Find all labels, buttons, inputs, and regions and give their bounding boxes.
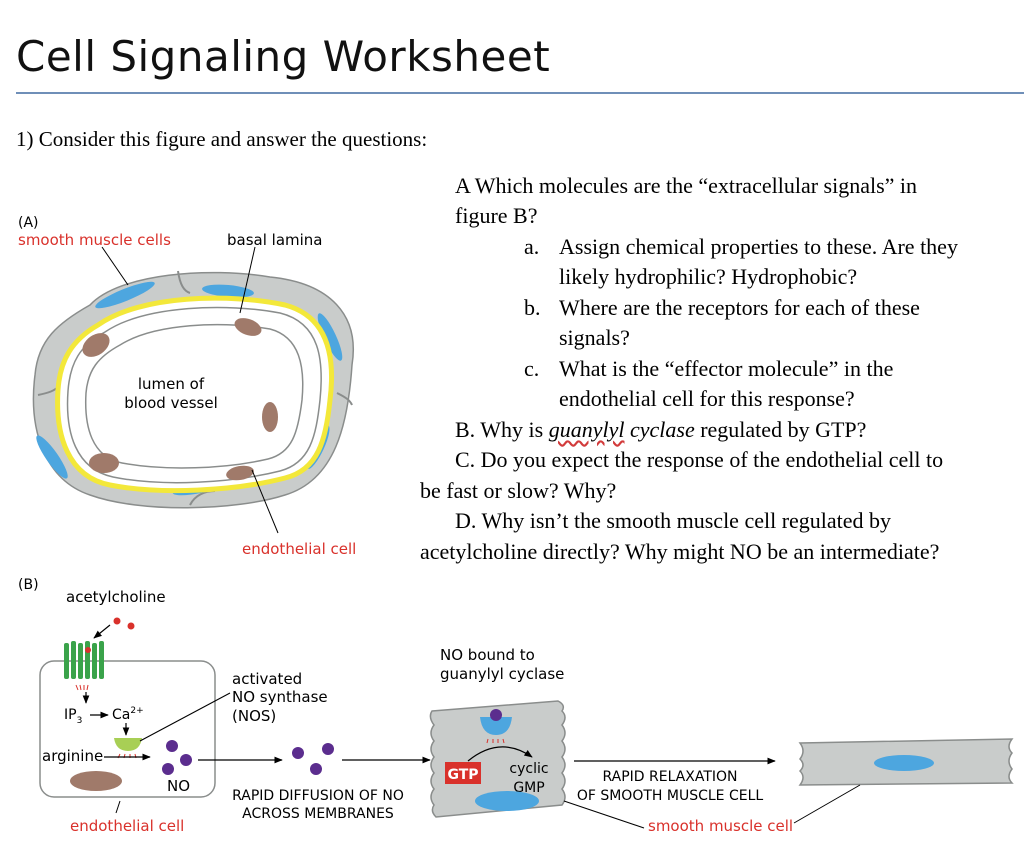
figure-a: (A) smooth muscle cells basal lamina lum… — [18, 215, 356, 558]
question-c-line1: C. Do you expect the response of the end… — [455, 447, 944, 472]
subquestion-c-marker: c. — [524, 356, 540, 381]
cell-signaling-figure: (A) smooth muscle cells basal lamina lum… — [18, 215, 1014, 835]
endothelial-nucleus — [226, 465, 254, 481]
subquestion-a-marker: a. — [524, 234, 540, 259]
question-intro: 1) Consider this figure and answer the q… — [16, 127, 428, 151]
question-b-italic-cyclase: cyclase — [624, 417, 695, 442]
page-title: Cell Signaling Worksheet — [16, 32, 551, 81]
figure-a-label: (A) — [18, 215, 39, 231]
label-rapid-diffusion-line1: RAPID DIFFUSION OF NO — [232, 788, 404, 804]
label-calcium: Ca2+ — [112, 706, 144, 723]
endothelial-nucleus — [234, 318, 262, 336]
label-arginine: arginine — [42, 747, 103, 765]
question-b-post: regulated by GTP? — [694, 417, 867, 442]
label-no-synthase: NO synthase — [232, 688, 328, 706]
title-divider — [16, 92, 1024, 94]
label-lumen-line2: blood vessel — [124, 394, 217, 412]
endothelial-nucleus-b — [70, 771, 122, 791]
subquestion-b-marker: b. — [524, 295, 541, 320]
endothelial-nucleus — [262, 402, 278, 432]
muscle-nucleus — [95, 281, 155, 309]
question-b-pre: B. Why is — [455, 417, 549, 442]
label-smooth-muscle-cells: smooth muscle cells — [18, 231, 171, 249]
label-cyclic: cyclic — [509, 761, 548, 777]
label-endothelial-cell-b: endothelial cell — [70, 817, 184, 835]
question-c-line2: be fast or slow? Why? — [420, 478, 617, 503]
subquestion-a-line2: likely hydrophilic? Hydrophobic? — [559, 264, 858, 289]
label-nos: (NOS) — [232, 707, 276, 725]
nos-enzyme-icon — [114, 738, 142, 751]
subquestion-c-line1: What is the “effector molecule” in the — [559, 356, 894, 381]
subquestion-b-line1: Where are the receptors for each of thes… — [559, 295, 920, 320]
endothelial-nucleus — [89, 453, 119, 473]
guanylyl-cyclase-icon — [480, 717, 512, 735]
label-gtp: GTP — [447, 767, 478, 783]
endothelial-nucleus — [82, 333, 110, 357]
question-b: B. Why is guanylyl cyclase regulated by … — [455, 415, 866, 446]
label-gmp: GMP — [513, 780, 544, 796]
smooth-muscle-cell-middle — [429, 700, 566, 818]
label-endothelial-cell-a: endothelial cell — [242, 540, 356, 558]
label-smooth-muscle-cell: smooth muscle cell — [648, 817, 793, 835]
label-acetylcholine: acetylcholine — [66, 588, 166, 606]
question-b-italic-guanylyl: guanylyl — [548, 417, 625, 442]
question-d-line2: acetylcholine directly? Why might NO be … — [420, 539, 940, 564]
subquestion-b-line2: signals? — [559, 325, 630, 350]
label-activated: activated — [232, 670, 302, 688]
label-lumen-line1: lumen of — [138, 375, 205, 393]
label-basal-lamina: basal lamina — [227, 231, 323, 249]
figure-b-label: (B) — [18, 577, 39, 593]
subquestion-c-line2: endothelial cell for this response? — [559, 386, 855, 411]
question-a-line1: A Which molecules are the “extracellular… — [455, 173, 918, 198]
muscle-nucleus-relaxed — [874, 755, 934, 771]
subquestion-a-line1: Assign chemical properties to these. Are… — [559, 234, 958, 259]
label-no-bound-line1: NO bound to — [440, 646, 535, 664]
muscle-nucleus — [202, 284, 254, 298]
label-no: NO — [167, 777, 190, 795]
label-ip3: IP3 — [64, 707, 82, 726]
muscle-nucleus — [36, 435, 68, 479]
label-rapid-relaxation-line2: OF SMOOTH MUSCLE CELL — [577, 788, 764, 804]
receptor-icon — [64, 641, 104, 679]
label-rapid-diffusion-line2: ACROSS MEMBRANES — [242, 806, 394, 822]
question-a-line2: figure B? — [455, 203, 538, 228]
label-no-bound-line2: guanylyl cyclase — [440, 665, 564, 683]
figure-b: (B) acetylcholine IP3 Ca2+ activated NO — [18, 577, 1014, 835]
muscle-nucleus — [317, 313, 343, 361]
question-d-line1: D. Why isn’t the smooth muscle cell regu… — [455, 508, 892, 533]
gtp-badge — [445, 762, 481, 784]
label-rapid-relaxation-line1: RAPID RELAXATION — [602, 769, 737, 785]
muscle-nucleus-middle — [475, 791, 539, 811]
